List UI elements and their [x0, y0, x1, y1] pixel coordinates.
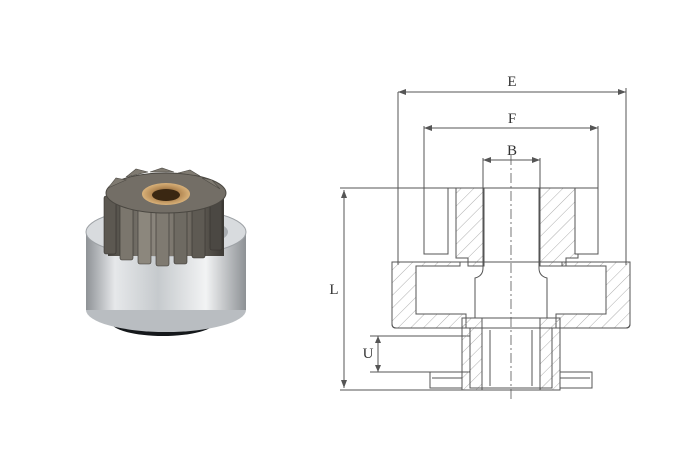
- dimension-label-F: F: [508, 111, 516, 127]
- starter-drive-photo: [85, 167, 247, 336]
- dimension-label-E: E: [507, 74, 516, 90]
- technical-drawing: E F B L U: [329, 74, 631, 402]
- dimension-label-U: U: [363, 346, 374, 362]
- gear-section: [423, 187, 599, 267]
- dimension-label-B: B: [507, 143, 517, 159]
- pinion-teeth: [103, 195, 223, 267]
- dimension-label-L: L: [329, 282, 338, 298]
- clutch-housing-section: [391, 261, 631, 329]
- arrowheads: [341, 89, 626, 388]
- hub-section: [429, 317, 593, 391]
